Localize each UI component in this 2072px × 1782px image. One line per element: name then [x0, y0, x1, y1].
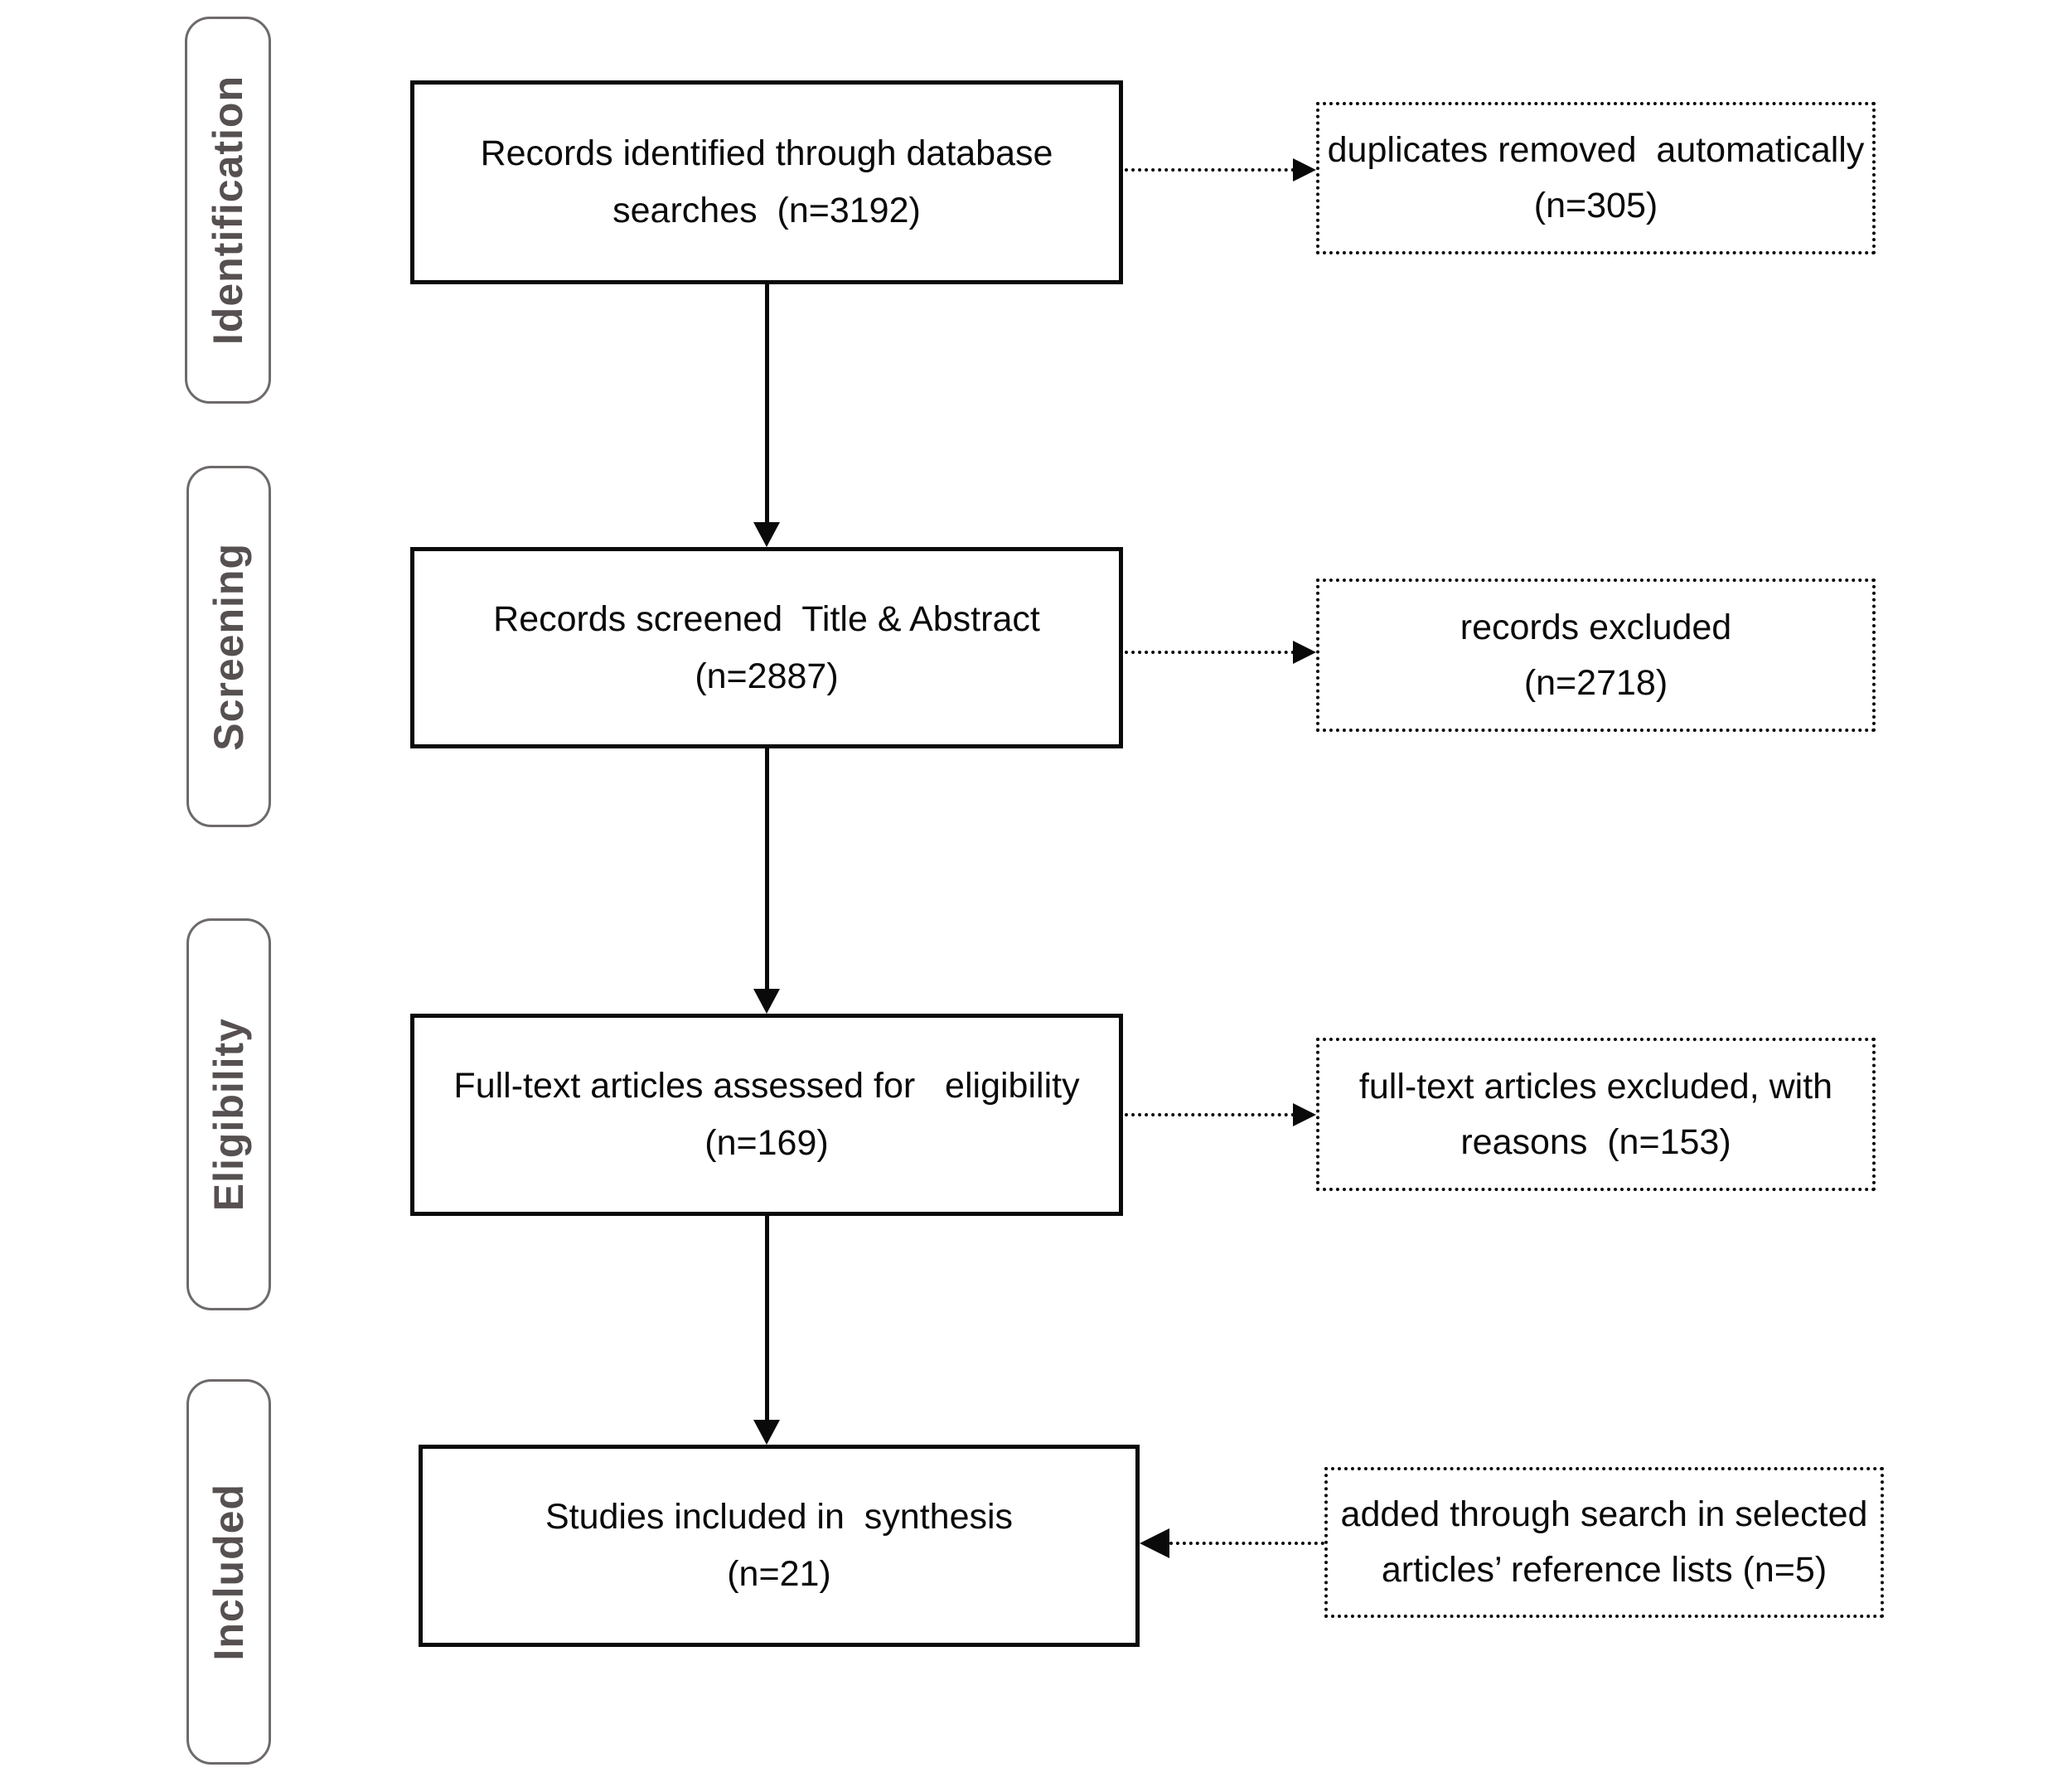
down-arrow-fulltext-to-included-line — [765, 1216, 769, 1420]
flow-box-fulltext-assessed: Full-text articles assessed for eligibil… — [410, 1014, 1123, 1216]
stage-box-screening: Screening — [186, 466, 271, 827]
stage-label-eligibility: Eligibility — [206, 1017, 252, 1212]
side-box-duplicates-removed: duplicates removed automatically (n=305) — [1316, 102, 1876, 254]
stage-label-screening: Screening — [206, 542, 252, 751]
dotted-arrow-fulltext-to-reasons-line — [1125, 1113, 1295, 1116]
dotted-arrow-identified-to-duplicates-line — [1125, 168, 1295, 172]
down-arrow-identified-to-screened-head — [753, 522, 780, 547]
stage-label-identification: Identification — [205, 75, 251, 346]
down-arrow-fulltext-to-included-head — [753, 1420, 780, 1445]
dotted-arrow-fulltext-to-reasons-head — [1293, 1103, 1316, 1126]
side-box-added-from-reference-lists-text: added through search in selected article… — [1340, 1494, 1868, 1590]
side-box-records-excluded: records excluded (n=2718) — [1316, 579, 1876, 732]
flow-box-records-screened-text: Records screened Title & Abstract (n=288… — [493, 598, 1040, 696]
down-arrow-screened-to-fulltext-line — [765, 748, 769, 989]
dotted-arrow-identified-to-duplicates-head — [1293, 158, 1316, 182]
flow-box-records-screened: Records screened Title & Abstract (n=288… — [410, 547, 1123, 748]
flow-box-studies-included: Studies included in synthesis (n=21) — [419, 1445, 1140, 1647]
stage-box-identification: Identification — [185, 17, 271, 404]
dotted-arrow-added-to-included-line — [1169, 1542, 1324, 1545]
dotted-arrow-screened-to-excluded-head — [1293, 641, 1316, 664]
stage-label-included: Included — [206, 1483, 252, 1661]
stage-box-eligibility: Eligibility — [186, 918, 271, 1310]
flow-box-records-identified: Records identified through database sear… — [410, 80, 1123, 284]
side-box-added-from-reference-lists: added through search in selected article… — [1324, 1467, 1884, 1618]
flow-box-records-identified-text: Records identified through database sear… — [480, 133, 1053, 230]
side-box-fulltext-excluded-text: full-text articles excluded, with reason… — [1358, 1066, 1833, 1162]
dotted-arrow-screened-to-excluded-line — [1125, 651, 1295, 654]
side-box-duplicates-removed-text: duplicates removed automatically (n=305) — [1327, 130, 1865, 225]
side-box-fulltext-excluded: full-text articles excluded, with reason… — [1316, 1038, 1876, 1191]
dotted-arrow-added-to-included-head — [1140, 1528, 1169, 1558]
flow-box-fulltext-assessed-text: Full-text articles assessed for eligibil… — [453, 1066, 1080, 1163]
down-arrow-identified-to-screened-line — [765, 284, 769, 525]
stage-box-included: Included — [186, 1379, 271, 1765]
flow-box-studies-included-text: Studies included in synthesis (n=21) — [545, 1497, 1014, 1594]
down-arrow-screened-to-fulltext-head — [753, 989, 780, 1014]
side-box-records-excluded-text: records excluded (n=2718) — [1460, 607, 1732, 703]
